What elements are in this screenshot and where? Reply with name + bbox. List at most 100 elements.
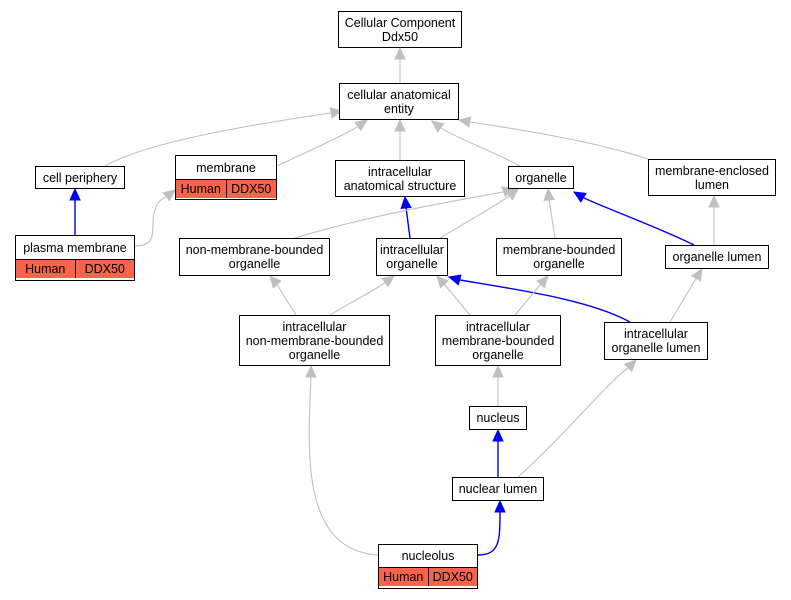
node-cell-periphery[interactable]: cell periphery [35,166,125,189]
gene-tag: DDX50 [74,260,135,278]
edge-part-of [405,206,411,239]
node-label-line: nucleolus [401,549,455,563]
node-nuclear-lumen[interactable]: nuclear lumen [452,477,544,501]
edge-arrowhead [69,187,81,201]
node-intracellular-membrane-bounded-organelle[interactable]: intracellular membrane-bounded organelle [435,315,561,366]
gene-tag: DDX50 [225,180,277,198]
node-nucleus[interactable]: nucleus [469,406,527,430]
edge-arrowhead [708,194,720,208]
node-label-line: organelle [228,257,281,271]
node-non-membrane-bounded-organelle[interactable]: non-membrane-bounded organelle [179,238,330,276]
node-label-line: membrane [196,160,256,175]
node-intracellular-non-membrane-bounded-organelle[interactable]: intracellular non-membrane-bounded organ… [239,315,390,366]
node-label-line: organelle [533,257,585,271]
species-tag: Human [383,570,424,584]
species-tag: Human [25,262,66,276]
node-intracellular-organelle[interactable]: intracellular organelle [376,238,448,276]
annotation-row: Human DDX50 [176,179,276,198]
node-label-line: non-membrane-bounded [245,333,384,348]
edge-is-a [514,283,542,316]
annotation-row: Human DDX50 [16,259,134,278]
gene-tag: DDX50 [427,568,478,586]
node-label-line: non-membrane-bounded [185,243,324,257]
edge-arrowhead [354,119,368,132]
edge-arrowhead [162,189,176,202]
edge-part-of [583,197,695,246]
edge-is-a [440,127,521,167]
edge-is-a [294,191,504,239]
node-label-line: cell periphery [42,170,118,185]
edge-is-a [308,375,379,556]
node-intracellular-organelle-lumen[interactable]: intracellular organelle lumen [604,322,708,360]
node-label-line: nucleus [476,411,520,425]
node-organelle[interactable]: organelle [508,166,574,189]
node-label-line: Cellular Component [344,15,456,30]
node-plasma-membrane[interactable]: plasma membrane Human DDX50 [15,235,135,281]
edge-is-a [439,195,510,239]
edge-arrowhead [269,275,282,289]
edge-arrowhead [492,428,504,442]
node-label-line: lumen [694,177,730,192]
edge-is-a [548,198,556,239]
node-label-line: intracellular [380,243,444,257]
edge-is-a [443,283,471,316]
species-tag: Human [180,182,221,196]
edge-is-a [276,126,358,167]
edge-arrowhead [505,188,519,201]
edge-arrowhead [691,267,703,282]
edge-arrowhead [431,120,445,133]
node-label-line: organelle lumen [611,341,701,355]
node-label-line: nuclear lumen [458,482,538,496]
edge-is-a [275,282,297,316]
edge-arrowhead [492,364,504,378]
node-label-line: organelle [472,347,524,362]
edge-part-of [459,279,631,323]
node-label-line: entity [384,101,414,116]
node-label-line: anatomical structure [343,178,457,193]
edge-is-a [517,367,629,478]
edge-is-a [669,276,698,323]
node-nucleolus[interactable]: nucleolus Human DDX50 [378,544,478,589]
edge-is-a [469,121,649,160]
node-membrane[interactable]: membrane Human DDX50 [175,155,277,200]
node-label-line: membrane-bounded [502,243,616,257]
edge-arrowhead [400,195,412,210]
edge-arrowhead [457,116,472,128]
node-intracellular-anatomical-structure[interactable]: intracellular anatomical structure [335,160,465,197]
node-label-line: intracellular [368,164,432,179]
node-label-line: intracellular [282,319,347,334]
annotation-row: Human DDX50 [379,567,477,586]
edge-arrowhead [543,187,555,202]
node-label-line: Ddx50 [381,29,419,44]
node-label-line: organelle [515,170,567,185]
edge-arrowhead [494,499,506,513]
node-organelle-lumen[interactable]: organelle lumen [665,245,769,269]
edge-is-a [104,112,331,167]
edge-arrowhead [381,275,395,288]
node-label-line: organelle [386,257,438,271]
node-membrane-enclosed-lumen[interactable]: membrane-enclosed lumen [648,159,776,196]
edge-is-a [329,281,387,316]
node-label-line: membrane-enclosed [655,163,769,178]
node-label-line: organelle [288,347,341,362]
node-label-line: cellular anatomical [347,87,451,102]
node-label-line: organelle lumen [672,250,762,264]
edge-is-a [134,196,167,247]
edge-arrowhead [623,359,637,373]
node-membrane-bounded-organelle[interactable]: membrane-bounded organelle [496,238,622,276]
node-label-line: plasma membrane [23,240,127,255]
edge-arrowhead [394,46,406,60]
node-label-line: intracellular [466,319,530,334]
edge-arrowhead [536,275,549,289]
node-cellular-component[interactable]: Cellular Component Ddx50 [338,11,462,48]
edge-arrowhead [394,118,406,132]
edge-part-of [477,510,501,556]
node-cellular-anatomical-entity[interactable]: cellular anatomical entity [339,83,459,120]
edge-arrowhead [305,364,317,378]
node-label-line: membrane-bounded [441,333,555,348]
edge-arrowhead [447,274,462,286]
edge-arrowhead [572,191,587,203]
edge-arrowhead [436,275,449,289]
node-label-line: intracellular [624,327,688,341]
